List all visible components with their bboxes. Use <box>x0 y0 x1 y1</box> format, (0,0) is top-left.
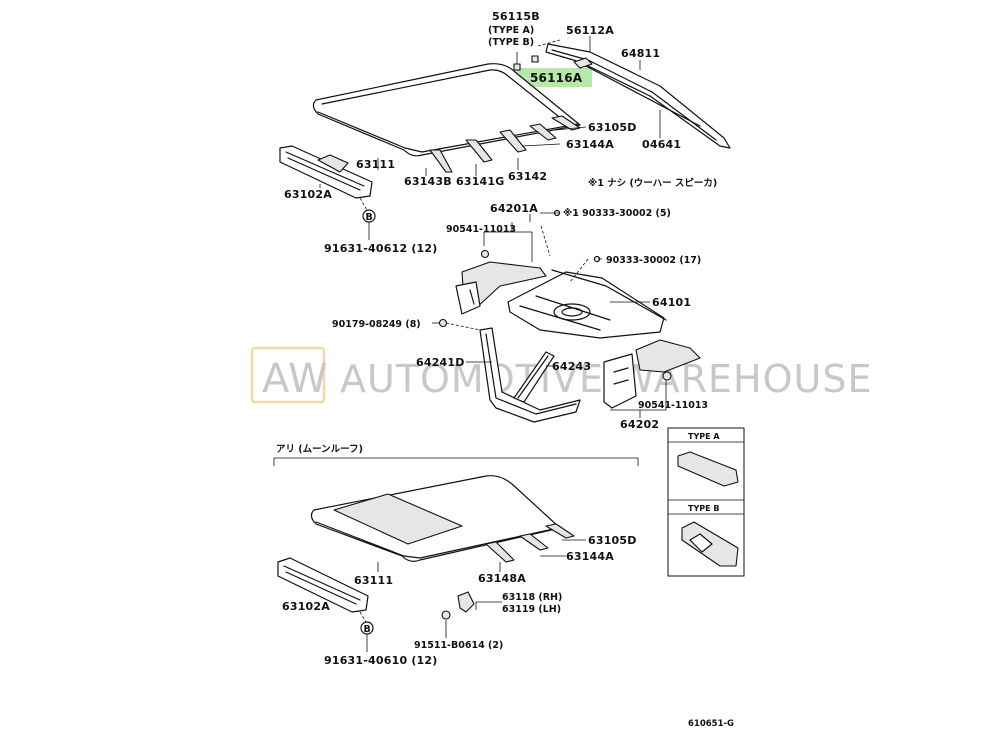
label-63143B: 63143B <box>404 175 452 188</box>
label-63148A: 63148A <box>478 572 526 585</box>
legend-type-b: TYPE B <box>688 504 719 513</box>
diagram-code: 610651-G <box>688 719 734 729</box>
label-63142: 63142 <box>508 170 547 183</box>
label-64101: 64101 <box>652 296 691 309</box>
label-63111: 63111 <box>356 158 395 171</box>
label-63102A-b: 63102A <box>282 600 330 613</box>
label-04641: 04641 <box>642 138 681 151</box>
bolt-b-circle <box>362 209 376 223</box>
label-63144A: 63144A <box>566 138 614 151</box>
label-64243: 64243 <box>552 360 591 373</box>
label-63119: 63119 (LH) <box>502 604 561 615</box>
bolt-b2-circle <box>360 621 374 635</box>
label-63105D-b: 63105D <box>588 534 637 547</box>
label-56115B-type-a: (TYPE A) <box>488 25 534 36</box>
label-91631-40612: 91631-40612 (12) <box>324 242 438 255</box>
label-63118: 63118 (RH) <box>502 592 562 603</box>
clip-56115B <box>513 55 539 71</box>
label-bolt-b: B <box>366 212 373 223</box>
label-64202: 64202 <box>620 418 659 431</box>
roof-panel-63111-moonroof <box>310 475 561 562</box>
watermark-logo-frame <box>250 346 326 404</box>
label-56115B-type-b: (TYPE B) <box>488 37 534 48</box>
front-header-63102A <box>279 145 373 199</box>
front-header-63102A-moonroof <box>277 557 369 613</box>
brace-64241D <box>479 327 581 423</box>
label-bolt-b2: B <box>364 624 371 635</box>
top-leaders <box>319 36 661 240</box>
label-90179-08249: 90179-08249 (8) <box>332 319 421 330</box>
bracket-64201A <box>455 249 547 315</box>
roof-bows-moonroof <box>485 523 575 563</box>
label-63144A-b: 63144A <box>566 550 614 563</box>
label-91631-40610: 91631-40610 (12) <box>324 654 438 667</box>
type-a-clip-shape <box>677 451 739 487</box>
watermark: AW AUTOMOTIVE WAREHOUSE <box>250 346 871 404</box>
note-no-speaker: ※1 ナシ (ウーハー スピーカ) <box>588 177 717 189</box>
fastener-90333-17 <box>593 255 601 263</box>
note-moon-roof: アリ (ムーンルーフ) <box>276 444 363 455</box>
moon-roof-bracket-line <box>273 457 639 466</box>
package-tray-64101 <box>507 269 667 339</box>
fastener-90179 <box>438 318 448 328</box>
label-90333-17: 90333-30002 (17) <box>606 255 701 266</box>
label-64201A: 64201A <box>490 202 538 215</box>
label-91511: 91511-B0614 (2) <box>414 640 503 651</box>
bottom-leaders <box>359 539 586 652</box>
label-63111-b: 63111 <box>354 574 393 587</box>
roof-panel-63111 <box>312 63 581 157</box>
label-56112A: 56112A <box>566 24 614 37</box>
highlight-56116A <box>514 68 592 87</box>
type-legend-box: TYPE A TYPE B <box>667 427 745 577</box>
roof-bows <box>429 115 581 173</box>
bracket-64202 <box>603 339 701 409</box>
bracket-63118-63119 <box>457 591 475 613</box>
legend-type-a: TYPE A <box>688 432 720 441</box>
watermark-logo: AW <box>262 356 329 402</box>
label-90541-11013-a: 90541-11013 <box>446 224 516 235</box>
fastener-90333-5 <box>553 209 561 217</box>
label-56115B: 56115B <box>492 10 540 23</box>
label-63105D: 63105D <box>588 121 637 134</box>
label-63102A: 63102A <box>284 188 332 201</box>
label-63141G: 63141G <box>456 175 505 188</box>
fastener-91511 <box>441 610 451 620</box>
label-90541-11013-b: 90541-11013 <box>638 400 708 411</box>
label-90333-5: ※1 90333-30002 (5) <box>563 208 671 219</box>
label-64241D: 64241D <box>416 356 465 369</box>
label-64811: 64811 <box>621 47 660 60</box>
label-56116A: 56116A <box>530 71 583 85</box>
roof-rail-strip <box>545 43 731 149</box>
